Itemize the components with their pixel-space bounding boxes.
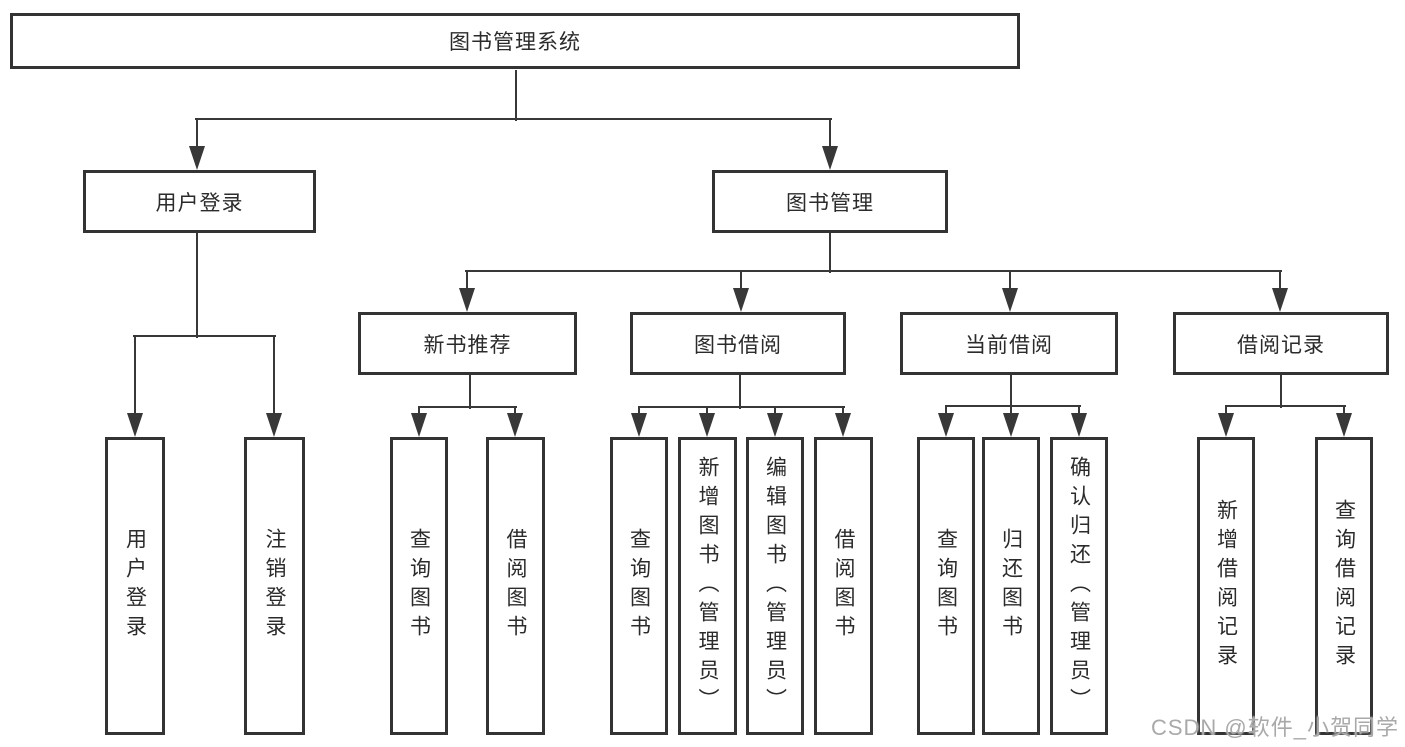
arrow-down-icon — [767, 413, 783, 437]
leaf-user-login: 用户登录 — [105, 437, 165, 735]
node-label: 新增图书（管理员） — [696, 455, 719, 717]
node-label: 注销登录 — [263, 528, 286, 644]
connector-line — [1343, 406, 1345, 415]
connector-line — [1225, 406, 1227, 415]
arrow-down-icon — [1336, 413, 1352, 437]
arrow-down-icon — [1071, 413, 1087, 437]
connector-line — [515, 70, 517, 121]
connector-line — [1280, 375, 1282, 408]
node-label: 查询图书 — [407, 528, 431, 644]
leaf-logout: 注销登录 — [244, 437, 305, 735]
node-label: 查询图书 — [934, 528, 958, 644]
connector-line — [196, 233, 198, 338]
connector-line — [706, 407, 708, 415]
arrow-down-icon — [1218, 413, 1234, 437]
arrow-down-icon — [127, 413, 143, 437]
node-label: 编辑图书（管理员） — [763, 455, 787, 717]
connector-line — [514, 407, 516, 415]
node-label: 新增借阅记录 — [1214, 499, 1238, 673]
connector-line — [829, 233, 831, 273]
leaf-borrow-books-recommend: 借阅图书 — [486, 437, 545, 735]
node-borrow-records: 借阅记录 — [1173, 312, 1389, 375]
leaf-query-borrow-record: 查询借阅记录 — [1315, 437, 1373, 735]
connector-line — [418, 406, 517, 408]
arrow-down-icon — [631, 413, 647, 437]
connector-line — [196, 119, 198, 148]
node-label: 图书借阅 — [694, 333, 782, 357]
connector-line — [469, 375, 471, 409]
arrow-down-icon — [411, 413, 427, 437]
connector-line — [638, 406, 845, 408]
arrow-down-icon — [266, 413, 282, 437]
node-label: 用户登录 — [155, 191, 244, 215]
node-label: 新书推荐 — [423, 333, 512, 357]
connector-line — [134, 336, 136, 415]
node-label: 借阅图书 — [504, 528, 527, 644]
leaf-add-borrow-record: 新增借阅记录 — [1197, 437, 1255, 735]
node-book-borrow: 图书借阅 — [630, 312, 846, 375]
leaf-query-books-current: 查询图书 — [917, 437, 975, 735]
connector-line — [1009, 271, 1011, 290]
leaf-query-books-borrow: 查询图书 — [610, 437, 668, 735]
node-current-borrow: 当前借阅 — [900, 312, 1118, 375]
connector-line — [1279, 271, 1281, 290]
connector-line — [1078, 406, 1080, 415]
node-new-book-recommend: 新书推荐 — [358, 312, 577, 375]
connector-line — [842, 407, 844, 415]
node-label: 查询借阅记录 — [1332, 499, 1356, 673]
arrow-down-icon — [459, 288, 475, 312]
node-label: 归还图书 — [999, 528, 1023, 644]
arrow-down-icon — [938, 413, 954, 437]
arrow-down-icon — [507, 413, 523, 437]
connector-line — [465, 270, 1282, 272]
connector-line — [945, 405, 1081, 407]
connector-line — [740, 271, 742, 290]
arrow-down-icon — [1002, 288, 1018, 312]
connector-line — [133, 335, 276, 337]
csdn-watermark: CSDN @软件_小贺同学 — [1150, 715, 1399, 740]
connector-line — [739, 375, 741, 409]
connector-line — [418, 407, 420, 415]
leaf-add-books-admin: 新增图书（管理员） — [678, 437, 737, 735]
arrow-down-icon — [822, 146, 838, 170]
arrow-down-icon — [835, 413, 851, 437]
connector-line — [195, 118, 832, 120]
node-label: 确认归还（管理员） — [1067, 455, 1091, 717]
connector-line — [1010, 375, 1012, 408]
node-label: 借阅图书 — [832, 528, 855, 644]
node-user-login: 用户登录 — [83, 170, 316, 233]
node-label: 图书管理系统 — [449, 31, 581, 54]
connector-line — [1010, 406, 1012, 415]
leaf-return-books: 归还图书 — [982, 437, 1040, 735]
leaf-edit-books-admin: 编辑图书（管理员） — [746, 437, 804, 735]
leaf-query-books-recommend: 查询图书 — [390, 437, 448, 735]
arrow-down-icon — [699, 413, 715, 437]
leaf-borrow-books: 借阅图书 — [814, 437, 873, 735]
arrow-down-icon — [1003, 413, 1019, 437]
connector-line — [273, 336, 275, 415]
connector-line — [945, 406, 947, 415]
node-label: 查询图书 — [627, 528, 651, 644]
connector-line — [466, 271, 468, 290]
node-label: 图书管理 — [786, 191, 874, 215]
connector-line — [1225, 405, 1346, 407]
node-book-management: 图书管理 — [712, 170, 948, 233]
leaf-confirm-return-admin: 确认归还（管理员） — [1050, 437, 1108, 735]
node-label: 用户登录 — [123, 528, 147, 644]
connector-line — [638, 407, 640, 415]
connector-line — [774, 407, 776, 415]
node-label: 当前借阅 — [965, 333, 1053, 357]
arrow-down-icon — [733, 288, 749, 312]
node-library-management-system: 图书管理系统 — [10, 13, 1020, 69]
node-label: 借阅记录 — [1237, 333, 1325, 357]
arrow-down-icon — [1272, 288, 1288, 312]
arrow-down-icon — [189, 146, 205, 170]
connector-line — [829, 119, 831, 148]
